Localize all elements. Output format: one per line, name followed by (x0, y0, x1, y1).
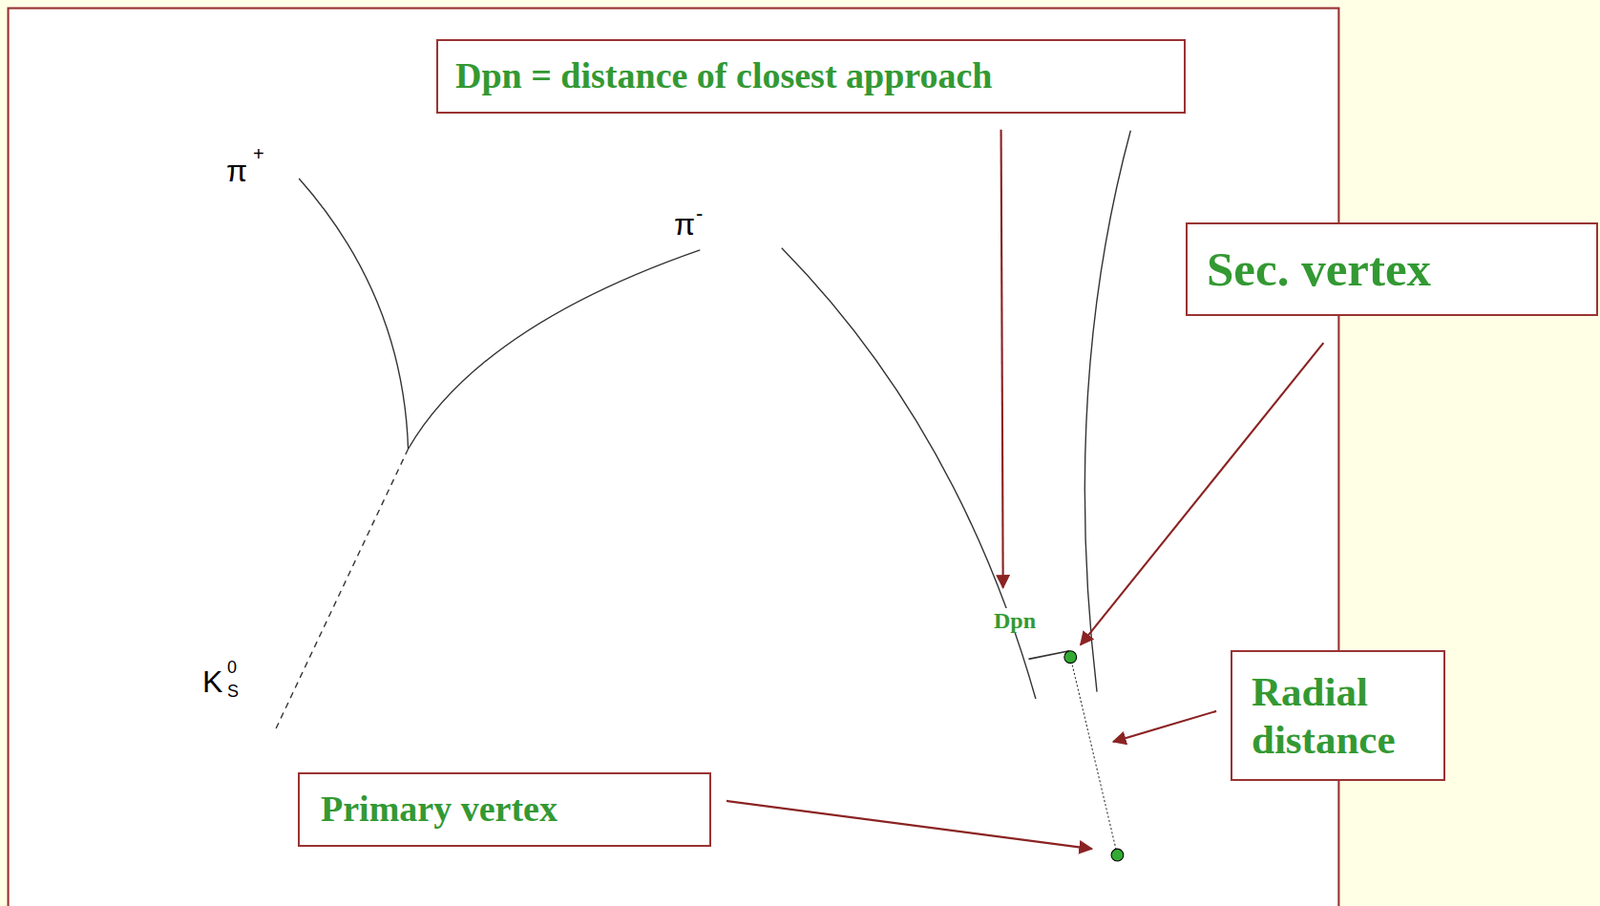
primary-vertex-dot (1111, 848, 1124, 862)
callout-box: Primary vertex (297, 772, 712, 847)
leader-arrow (726, 800, 1093, 849)
callout-text: Dpn = distance of closest approach (455, 55, 993, 98)
secondary-vertex-dot (1064, 651, 1077, 664)
particle-symbol: K (202, 665, 223, 699)
particle-superscript: 0 (227, 658, 237, 678)
callout-text: Radial distance (1251, 668, 1425, 763)
radial-line (1070, 656, 1117, 855)
pion-plus-track (298, 178, 408, 449)
kaon-path (275, 448, 409, 730)
callout-box: Sec. vertex (1185, 222, 1599, 316)
panel (8, 8, 1340, 906)
dpn-segment (1028, 651, 1070, 660)
dpn-label: Dpn (991, 608, 1038, 633)
leader-arrow (1080, 342, 1324, 645)
callout-box: Dpn = distance of closest approach (436, 39, 1186, 114)
leader-arrow (1113, 711, 1217, 742)
particle-subscript: S (227, 682, 239, 702)
particle-symbol: π (226, 154, 248, 189)
particle-symbol: π (673, 208, 695, 242)
charge-superscript: + (252, 143, 265, 165)
right-track (1084, 130, 1131, 693)
callout-text: Sec. vertex (1206, 241, 1432, 298)
callout-box: Radial distance (1230, 650, 1446, 781)
callout-text: Primary vertex (320, 788, 558, 831)
charge-superscript: - (695, 202, 703, 226)
pion-minus-track (408, 250, 701, 449)
leader-arrow (1001, 129, 1004, 589)
